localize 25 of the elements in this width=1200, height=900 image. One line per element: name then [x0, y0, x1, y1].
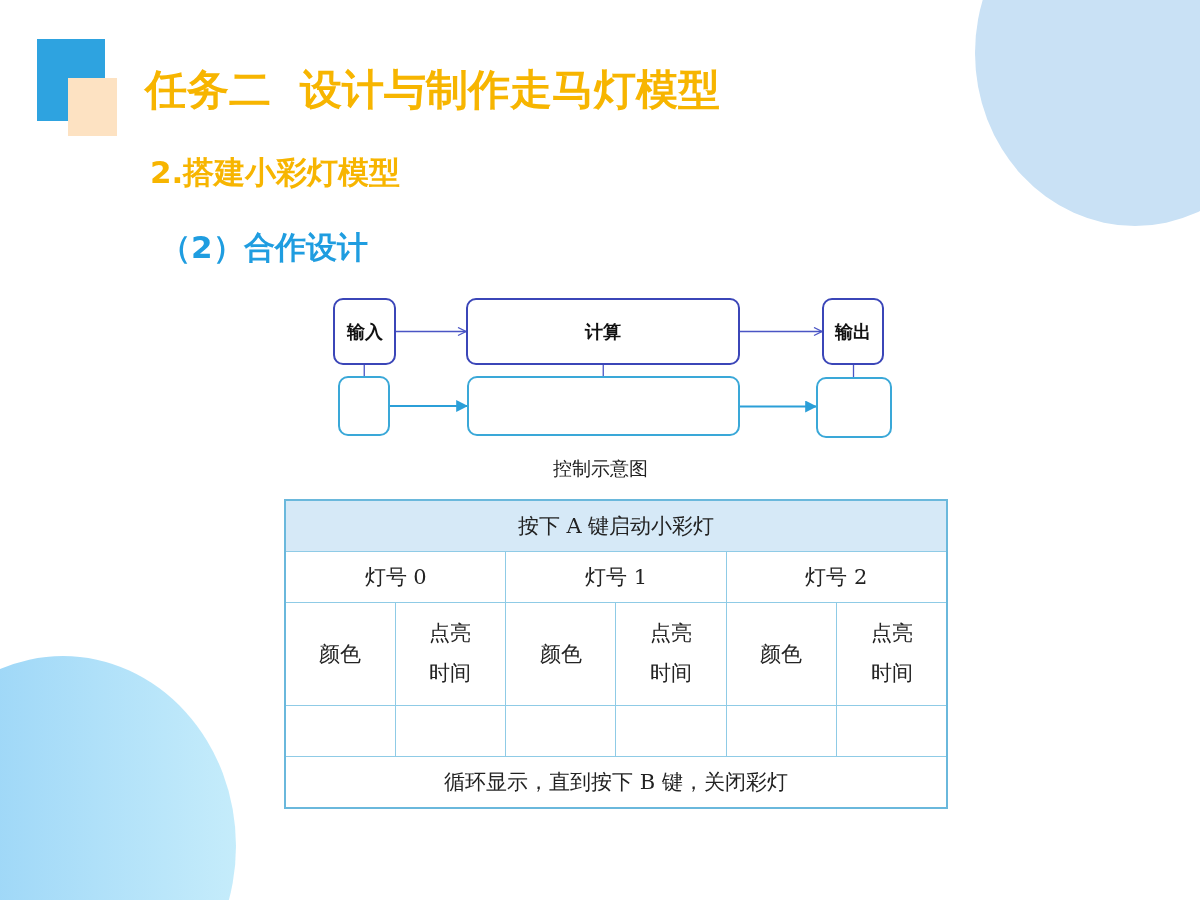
process-box: [466, 298, 740, 365]
table-cell: 灯号 0: [285, 551, 506, 603]
empty-box: [338, 376, 390, 436]
process-box: [822, 298, 884, 365]
table-cell: 颜色: [505, 602, 616, 706]
arrow: [389, 400, 469, 412]
section-heading: 2.搭建小彩灯模型: [150, 153, 401, 192]
table-cell: 颜色: [285, 602, 396, 706]
empty-box: [467, 376, 740, 436]
node-label: 输入: [346, 319, 383, 344]
node-label: 输出: [835, 319, 871, 344]
table-cell: 点亮时间: [395, 602, 506, 706]
arrow: [739, 326, 823, 337]
subsection-heading: （2）合作设计: [160, 228, 368, 267]
table-cell: 灯号 1: [505, 551, 727, 603]
table-header-cell: 按下 A 键启动小彩灯: [285, 500, 947, 552]
process-box: [333, 298, 396, 365]
table-cell: 颜色: [726, 602, 837, 706]
arrow: [739, 400, 818, 413]
slide-title: 任务二 设计与制作走马灯模型: [145, 64, 721, 116]
arrow: [395, 326, 467, 337]
node-label: 计算: [585, 319, 621, 344]
table-cell: 点亮时间: [616, 602, 727, 706]
figure-caption: 控制示意图: [552, 457, 648, 479]
empty-box: [816, 377, 892, 438]
